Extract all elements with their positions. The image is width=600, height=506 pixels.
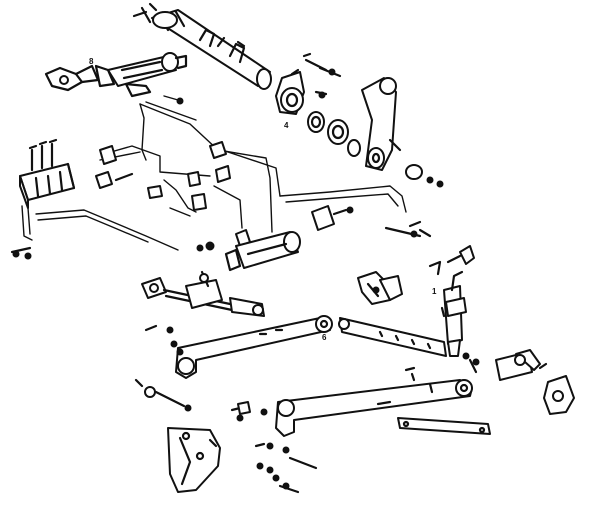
- hydraulic-lines: [21, 101, 407, 251]
- lift-arm: [361, 77, 402, 171]
- washer-right: [405, 164, 444, 188]
- control-valve: [19, 138, 76, 209]
- lower-bracket-left: [167, 427, 221, 493]
- callout-center-stabilizer: 1: [432, 287, 437, 296]
- callout-lower-link-left: 6: [322, 333, 327, 342]
- hardware-lower-center: [230, 401, 318, 494]
- bracket-right-upper: [357, 271, 403, 305]
- small-fasteners-upper: [124, 82, 184, 105]
- pump-yoke: 8: [44, 57, 100, 92]
- rock-shaft: [132, 2, 272, 90]
- lift-arm-bracket: 4: [275, 68, 305, 130]
- lift-rod-right: [338, 317, 447, 357]
- drawbar: [397, 417, 491, 435]
- pin-clips-right: [384, 220, 475, 276]
- pipe-fittings: [10, 141, 354, 260]
- lift-cylinder-upper: [94, 52, 188, 88]
- lower-link-left: 6: [175, 315, 333, 379]
- leveling-box: [141, 270, 265, 317]
- hitch-bracket-right: [462, 349, 575, 415]
- seal-rings: [307, 111, 361, 157]
- top-bolts: [302, 52, 342, 99]
- center-stabilizer: 1: [432, 270, 467, 357]
- hardware-left-middle: [134, 324, 416, 412]
- lower-link-right: [275, 372, 473, 437]
- callout-pump-yoke: 8: [89, 57, 94, 66]
- callout-lift-arm: 4: [284, 121, 289, 130]
- lift-cylinder-lower: [196, 231, 301, 272]
